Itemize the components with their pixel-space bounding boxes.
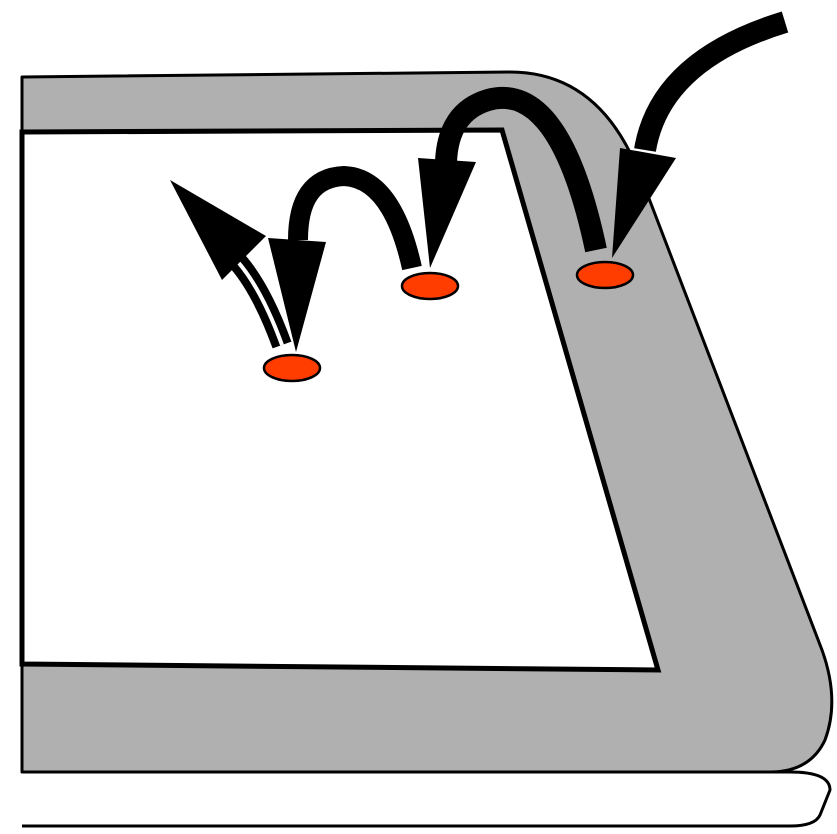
dot-1	[577, 262, 633, 288]
lower-edge-outline	[22, 772, 830, 826]
dot-3	[264, 355, 320, 381]
dot-2	[402, 273, 458, 299]
